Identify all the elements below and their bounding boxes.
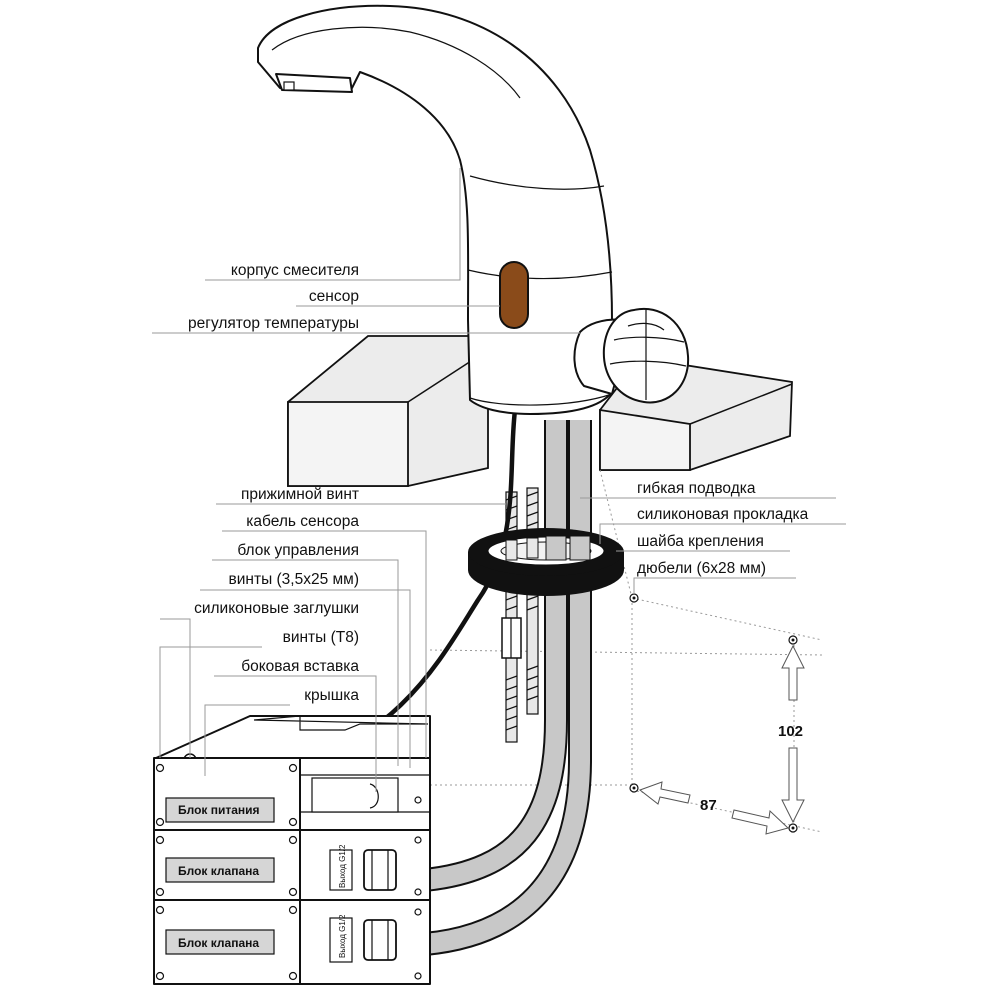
dimension-arrows — [638, 644, 805, 835]
label-screws-35x25: винты (3,5х25 мм) — [229, 571, 359, 588]
leader-lines — [152, 168, 846, 792]
outlet-label-2: Выход G1/2 — [338, 914, 347, 958]
label-faucet-body: корпус смесителя — [231, 262, 359, 279]
label-dowels: дюбели (6х28 мм) — [637, 560, 766, 577]
mounting-washer — [468, 528, 624, 596]
control-unit — [153, 715, 431, 985]
plate-valve-unit-1: Блок клапана — [178, 864, 259, 878]
label-silicone-gasket: силиконовая прокладка — [637, 506, 809, 523]
countertop — [287, 335, 793, 487]
label-sensor-cable: кабель сенсора — [246, 513, 359, 530]
outlet-label-1: Выход G1/2 — [338, 844, 347, 888]
dimension-height: 102 — [778, 723, 803, 740]
label-side-insert: боковая вставка — [241, 658, 359, 675]
label-silicone-plugs: силиконовые заглушки — [194, 600, 359, 617]
label-cover: крышка — [304, 687, 359, 704]
label-mount-washer: шайба крепления — [637, 533, 764, 550]
label-temperature-regulator: регулятор температуры — [188, 315, 359, 332]
dowel-points — [629, 593, 798, 833]
temperature-regulator — [573, 307, 690, 404]
plate-power-unit: Блок питания — [178, 803, 260, 817]
label-control-unit: блок управления — [237, 542, 359, 559]
plate-valve-unit-2: Блок клапана — [178, 936, 259, 950]
flex-hoses — [423, 420, 592, 956]
label-screws-t8: винты (Т8) — [283, 629, 359, 646]
dimension-width: 87 — [700, 797, 717, 814]
label-clamp-screw: прижимной винт — [241, 486, 359, 503]
label-sensor: сенсор — [309, 288, 359, 305]
label-flex-hose: гибкая подводка — [637, 480, 756, 497]
sensor-window — [499, 261, 529, 329]
